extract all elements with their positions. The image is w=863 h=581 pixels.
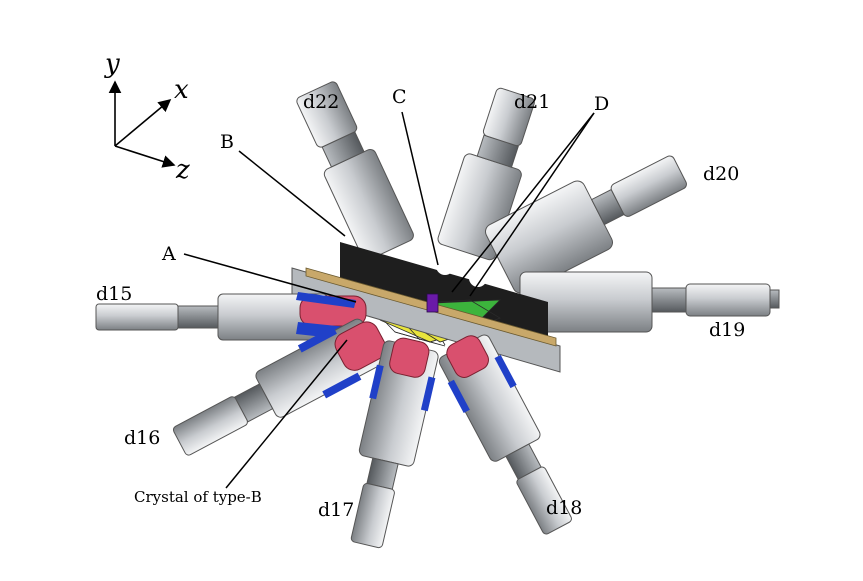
label-d22: d22 <box>303 91 339 113</box>
axis-y-label: y <box>104 49 120 79</box>
axes-gizmo: y x z <box>104 49 190 185</box>
label-d18: d18 <box>546 497 582 519</box>
label-d21: d21 <box>514 91 550 113</box>
label-d19: d19 <box>709 319 745 341</box>
detector-d15-body <box>95 292 367 341</box>
target <box>426 293 439 313</box>
label-c: C <box>392 86 407 108</box>
label-d16: d16 <box>124 427 160 449</box>
label-d15: d15 <box>96 283 132 305</box>
label-d17: d17 <box>318 499 354 521</box>
leader-lines <box>183 111 595 489</box>
detector-d18-body <box>438 334 572 535</box>
label-crystal: Crystal of type-B <box>134 488 262 506</box>
label-d20: d20 <box>703 163 739 185</box>
label-b: B <box>220 131 234 153</box>
axis-z-label: z <box>175 155 190 185</box>
detector-d19-body <box>519 271 780 333</box>
axis-x-label: x <box>174 75 189 105</box>
detector-d16-body <box>172 318 387 456</box>
frame-plate-b <box>340 242 548 338</box>
label-a: A <box>161 243 176 265</box>
label-d: D <box>594 93 609 115</box>
detector-d22-body <box>296 81 414 261</box>
detector-d17-body <box>350 337 439 549</box>
detector-d20-body <box>485 155 687 294</box>
